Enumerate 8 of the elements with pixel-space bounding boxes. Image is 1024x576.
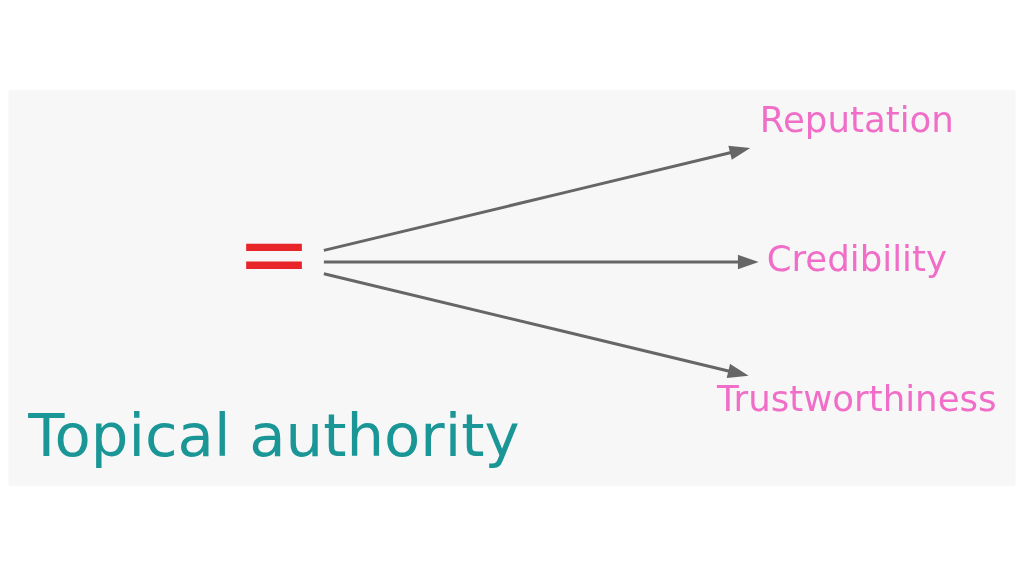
node-text: Trustworthiness (717, 377, 997, 419)
node-text: Topical authority (28, 401, 520, 471)
node-text: Credibility (766, 238, 947, 280)
node-text: = (236, 201, 312, 306)
arrow (323, 145, 751, 252)
node-text: Reputation (759, 98, 954, 140)
arrow (323, 254, 759, 270)
arrow (323, 272, 749, 379)
